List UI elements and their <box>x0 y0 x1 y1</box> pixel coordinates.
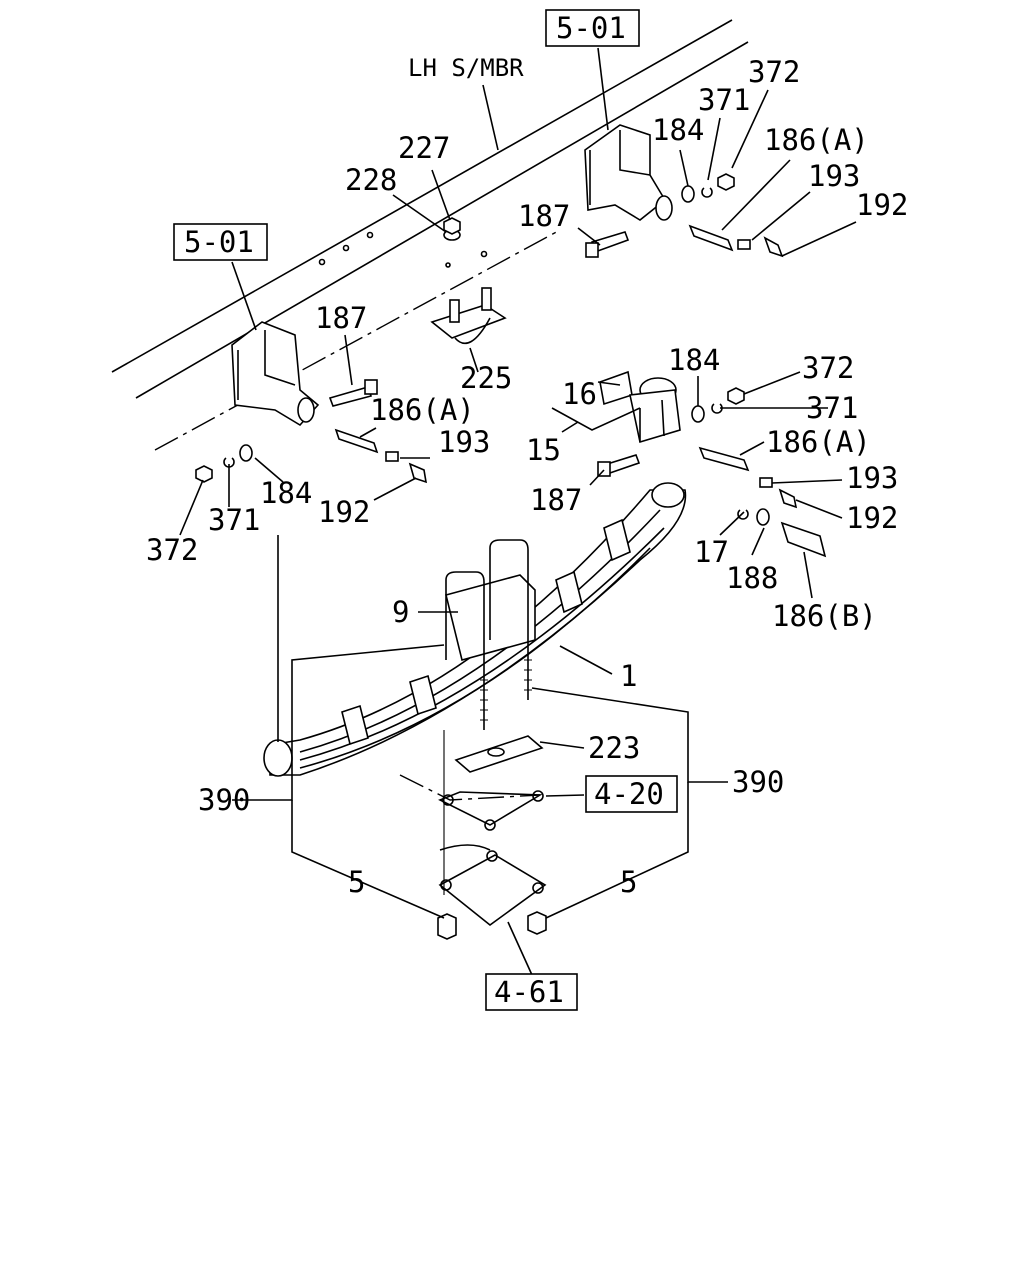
ref-axle-upper-text: 4-20 <box>594 777 664 811</box>
callout-225: 225 <box>460 361 512 395</box>
callout-5-left: 5 <box>348 865 365 899</box>
callout-186a-left: 186(A) <box>370 393 475 427</box>
callout-371-top: 371 <box>698 83 750 117</box>
ref-box-frame-left: 5-01 <box>173 223 268 261</box>
callout-390-left: 390 <box>198 783 250 817</box>
callout-17: 17 <box>694 535 729 569</box>
callout-184-left: 184 <box>260 476 312 510</box>
callout-9: 9 <box>392 595 409 629</box>
side-member-label: LH S/MBR <box>408 54 524 82</box>
ref-box-axle-lower: 4-61 <box>485 973 578 1011</box>
bump-stopper-assembly <box>430 217 507 344</box>
left-pin-hardware <box>195 379 428 484</box>
callout-223: 223 <box>588 731 640 765</box>
callout-372-right: 372 <box>802 351 854 385</box>
callout-192-left: 192 <box>318 495 370 529</box>
u-bolts <box>445 539 532 730</box>
ref-box-axle-upper: 4-20 <box>585 775 678 813</box>
ref-frame-left-text: 5-01 <box>184 225 254 259</box>
front-hanger-bracket-top <box>584 124 673 221</box>
callout-193-top: 193 <box>808 159 860 193</box>
callout-5-right: 5 <box>620 865 637 899</box>
callout-228: 228 <box>345 163 397 197</box>
callout-372-top: 372 <box>748 55 800 89</box>
callout-16: 16 <box>562 377 597 411</box>
callout-186a-right: 186(A) <box>766 425 871 459</box>
callout-192-top: 192 <box>856 188 908 222</box>
callout-187-left: 187 <box>315 301 367 335</box>
callout-187-top: 187 <box>518 199 570 233</box>
callout-184-right: 184 <box>668 343 720 377</box>
callout-15: 15 <box>526 433 561 467</box>
callout-372-left: 372 <box>146 533 198 567</box>
callout-371-left: 371 <box>208 503 260 537</box>
callout-186b: 186(B) <box>772 599 877 633</box>
shackle-assembly <box>597 370 827 558</box>
callout-193-right: 193 <box>846 461 898 495</box>
ref-axle-lower-text: 4-61 <box>494 975 564 1009</box>
rear-hanger-bracket-left <box>231 321 320 427</box>
callout-192-right: 192 <box>846 501 898 535</box>
callout-227: 227 <box>398 131 450 165</box>
callout-186a-top: 186(A) <box>764 123 869 157</box>
callout-188: 188 <box>726 561 778 595</box>
callout-187-right: 187 <box>530 483 582 517</box>
callout-184-top: 184 <box>652 113 704 147</box>
top-pin-hardware <box>585 173 784 258</box>
callout-390-right: 390 <box>732 765 784 799</box>
ref-box-frame-top: 5-01 <box>545 9 640 47</box>
ref-frame-top-text: 5-01 <box>556 11 626 45</box>
side-member-frame <box>111 19 749 451</box>
callout-371-right: 371 <box>806 391 858 425</box>
spring-seat-and-axle-plates <box>399 730 547 940</box>
callout-193-left: 193 <box>438 425 490 459</box>
callout-1: 1 <box>620 659 637 693</box>
leader-lines <box>179 47 857 976</box>
